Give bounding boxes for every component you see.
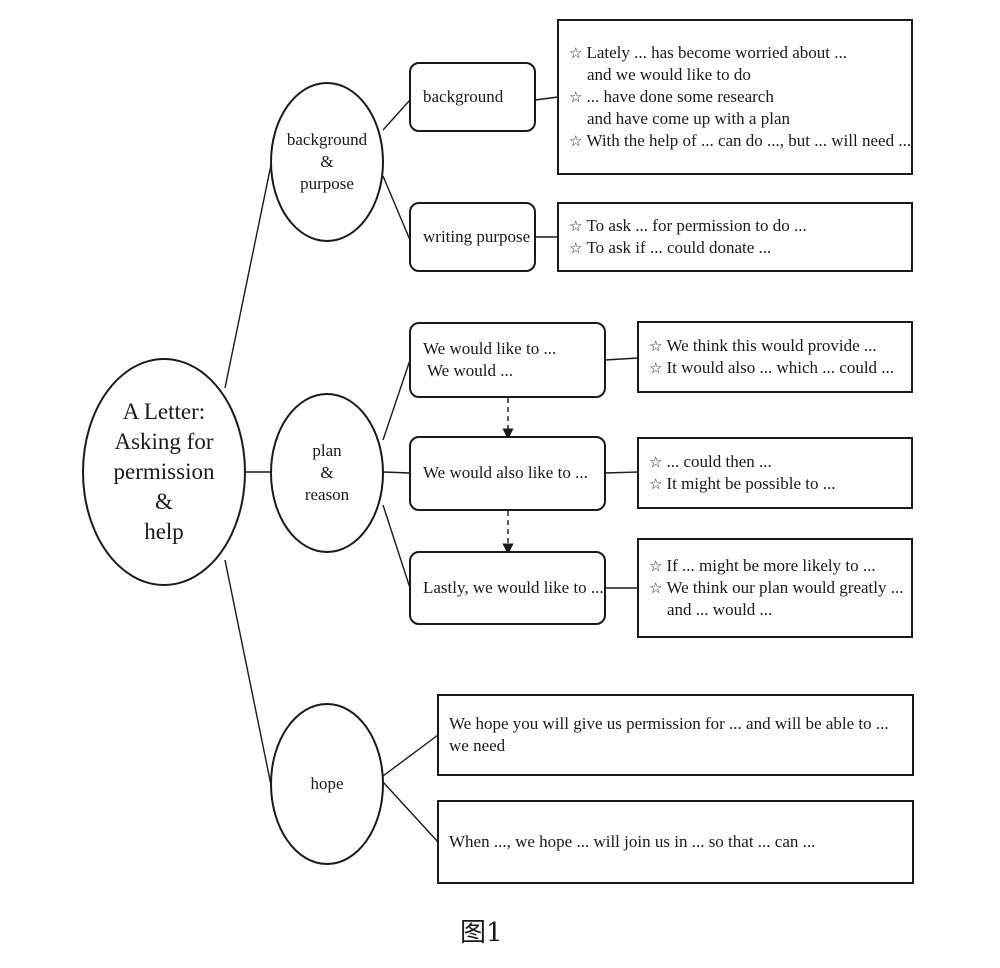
box-label: background <box>423 86 504 106</box>
connector-hope-box2 <box>382 781 439 843</box>
box-label: writing purpose <box>423 226 531 246</box>
box-label: Lastly, we would like to ... <box>423 577 604 597</box>
star-icon: ☆ <box>649 475 663 493</box>
hope-box-1: We hope you will give us permission for … <box>437 694 914 776</box>
background-detail-box: ☆Lately ... has become worried about ...… <box>557 19 913 175</box>
node-line: hope <box>310 773 344 793</box>
bullet-line: ☆It would also ... which ... could ... <box>649 358 895 377</box>
root-line: & <box>155 488 173 514</box>
root-line: Asking for <box>114 429 214 455</box>
bullet-continuation: and we would like to do <box>587 64 751 84</box>
plan-step-1-box: We would like to ... We would ... <box>409 322 606 398</box>
connector-root-background-purpose <box>224 159 273 389</box>
star-icon: ☆ <box>569 239 583 257</box>
bullet-line: ☆Lately ... has become worried about ... <box>569 42 848 62</box>
connector-pr-step2 <box>382 471 411 474</box>
bullet-continuation: and have come up with a plan <box>587 109 790 129</box>
connector-pr-step3 <box>382 504 411 589</box>
star-icon: ☆ <box>649 556 663 575</box>
connector-pr-step1 <box>382 359 411 441</box>
node-line: background <box>286 129 368 149</box>
star-icon: ☆ <box>649 336 663 355</box>
plan-reason-node: plan & reason <box>270 393 384 553</box>
star-icon: ☆ <box>649 578 663 597</box>
node-line: plan <box>312 440 342 460</box>
root-line: permission <box>113 459 215 485</box>
bullet-line: ☆... could then ... <box>649 451 772 471</box>
box-line: we need <box>449 736 506 755</box>
writing-purpose-box: writing purpose <box>409 202 536 272</box>
plan-step-3-detail-box: ☆If ... might be more likely to ... ☆We … <box>637 538 913 638</box>
box-label: We would like to ... <box>423 338 557 358</box>
star-icon: ☆ <box>569 43 583 62</box>
bullet-line: ☆If ... might be more likely to ... <box>649 555 876 575</box>
bullet-line: ☆To ask ... for permission to do ... <box>569 215 807 235</box>
figure-caption: 图1 <box>460 918 503 948</box>
node-line: purpose <box>300 174 354 194</box>
star-icon: ☆ <box>569 132 583 151</box>
plan-step-2-detail-box: ☆... could then ... ☆It might be possibl… <box>637 437 913 509</box>
hope-node: hope <box>270 703 384 865</box>
writing-purpose-detail-box: ☆To ask ... for permission to do ... ☆To… <box>557 202 913 272</box>
plan-step-1-detail-box: ☆We think this would provide ... ☆It wou… <box>637 321 913 393</box>
connector-root-hope <box>224 559 273 791</box>
node-line: reason <box>304 485 350 505</box>
connector-bp-writing-purpose <box>382 175 411 241</box>
hope-box-2: When ..., we hope ... will join us in ..… <box>437 800 914 884</box>
bullet-line: ☆With the help of ... can do ..., but ..… <box>569 131 912 151</box>
bullet-line: ☆We think our plan would greatly ... <box>649 577 904 597</box>
root-node: A Letter: Asking for permission & help <box>82 358 246 586</box>
box-line: When ..., we hope ... will join us in ..… <box>449 831 816 851</box>
bullet-continuation: and ... would ... <box>667 600 773 620</box>
connector-step1-detail <box>604 357 639 361</box>
star-icon: ☆ <box>649 452 663 471</box>
bullet-line: ☆We think this would provide ... <box>649 335 877 355</box>
bullet-line: ☆It might be possible to ... <box>649 474 836 493</box>
bullet-line: ☆To ask if ... could donate ... <box>569 238 772 257</box>
background-purpose-node: background & purpose <box>270 82 384 242</box>
box-line: We hope you will give us permission for … <box>449 713 889 733</box>
connector-step2-detail <box>604 471 639 474</box>
node-line: & <box>320 151 334 171</box>
background-box: background <box>409 62 536 132</box>
root-line: A Letter: <box>122 399 206 425</box>
box-label: We would ... <box>427 361 513 380</box>
connector-bp-background <box>382 99 411 131</box>
plan-step-2-box: We would also like to ... <box>409 436 606 511</box>
box-label: We would also like to ... <box>423 463 588 483</box>
connector-background-detail <box>534 96 559 101</box>
star-icon: ☆ <box>649 359 663 377</box>
connector-hope-box1 <box>382 734 439 777</box>
root-line: help <box>144 518 184 544</box>
node-line: & <box>320 462 334 482</box>
star-icon: ☆ <box>569 87 583 106</box>
plan-step-3-box: Lastly, we would like to ... <box>409 551 606 625</box>
star-icon: ☆ <box>569 216 583 235</box>
bullet-line: ☆... have done some research <box>569 86 774 106</box>
